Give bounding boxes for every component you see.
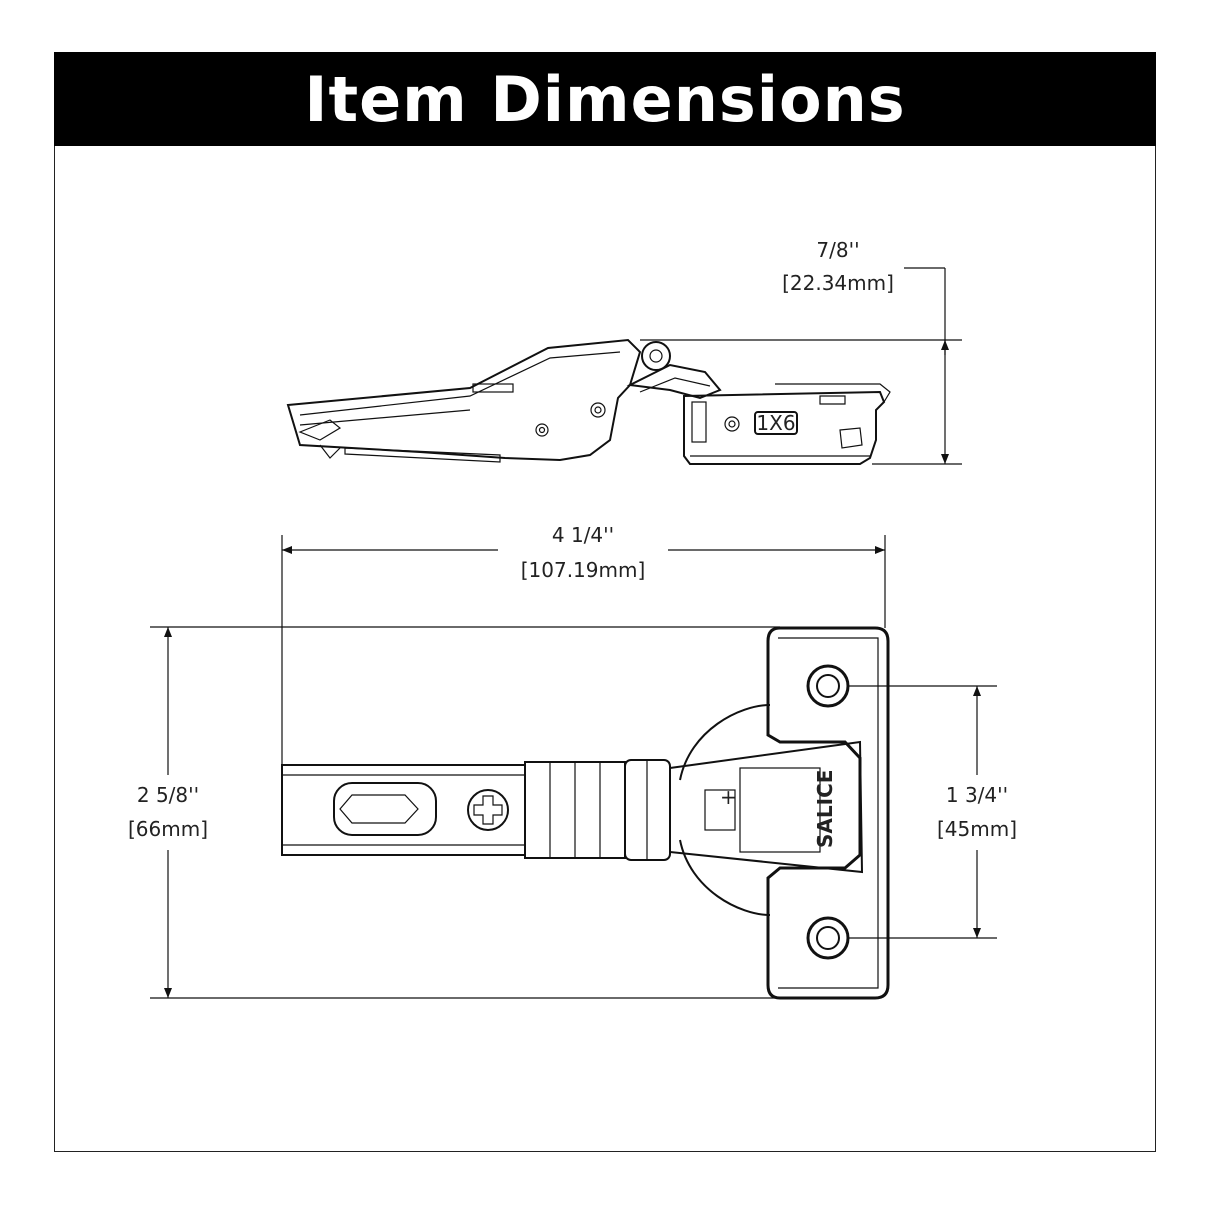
brand-mark: SALICE (813, 770, 837, 848)
dimension-overall-length: 4 1/4'' [107.19mm] (281, 523, 886, 765)
side-mark: 1X6 (756, 411, 795, 435)
hinge-side-view: 1X6 (286, 338, 891, 465)
plate-height-metric: [66mm] (128, 817, 208, 841)
hole-spacing-imperial: 1 3/4'' (946, 783, 1008, 807)
dimension-plate-height: 2 5/8'' [66mm] (128, 626, 780, 999)
plus-mark: + (720, 785, 737, 809)
page-title: Item Dimensions (304, 62, 906, 136)
overall-length-imperial: 4 1/4'' (552, 523, 614, 547)
title-banner: Item Dimensions (54, 52, 1156, 146)
dimension-hole-spacing: 1 3/4'' [45mm] (848, 685, 1017, 939)
dimension-height-side: 7/8'' [22.34mm] (640, 238, 962, 465)
height-side-metric: [22.34mm] (782, 271, 894, 295)
height-side-imperial: 7/8'' (816, 238, 859, 262)
plate-height-imperial: 2 5/8'' (137, 783, 199, 807)
hole-spacing-metric: [45mm] (937, 817, 1017, 841)
diagram-frame (54, 52, 1156, 1152)
overall-length-metric: [107.19mm] (521, 558, 646, 582)
hinge-top-view: + SALICE (281, 626, 890, 1000)
